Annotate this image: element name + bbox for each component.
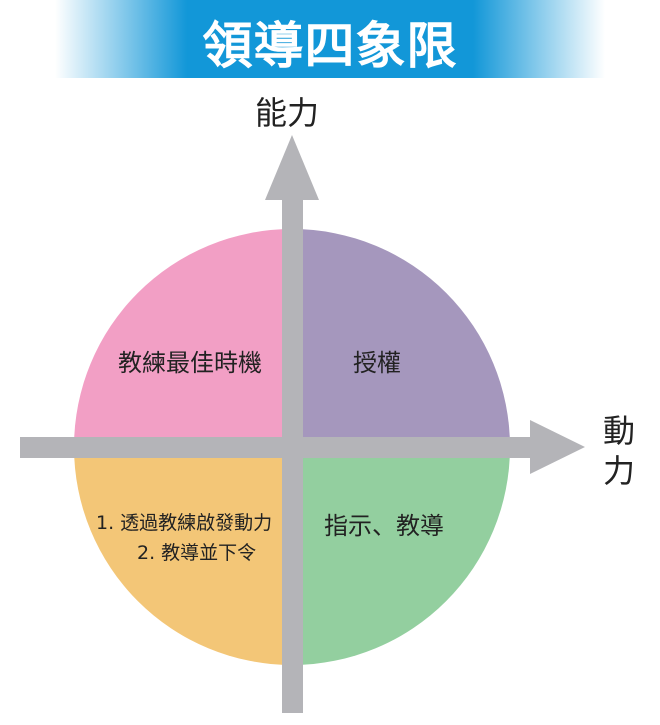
y-axis-bar [282, 198, 303, 713]
x-axis-bar [20, 437, 532, 458]
quadrant-bottom-left [74, 447, 292, 665]
y-axis-label: 能力 [255, 94, 320, 132]
x-axis-label-2: 力 [603, 452, 636, 490]
x-axis-arrowhead [530, 420, 585, 474]
quadrant-top-left-label: 教練最佳時機 [118, 349, 262, 377]
quadrant-bottom-right [292, 447, 510, 665]
quadrant-bottom-right-label: 指示、教導 [324, 512, 444, 540]
page-title: 領導四象限 [202, 17, 458, 75]
x-axis-label-1: 動 [603, 412, 636, 450]
title-banner [55, 0, 605, 78]
quadrant-top-left [74, 229, 292, 447]
quadrant-top-right-label: 授權 [353, 349, 401, 377]
y-axis-arrowhead [265, 135, 319, 200]
quadrant-bottom-left-line1: 1. 透過教練啟發動力 [96, 512, 273, 534]
quadrant-top-right [292, 229, 510, 447]
quadrant-bottom-left-line2: 2. 教導並下令 [137, 542, 257, 564]
